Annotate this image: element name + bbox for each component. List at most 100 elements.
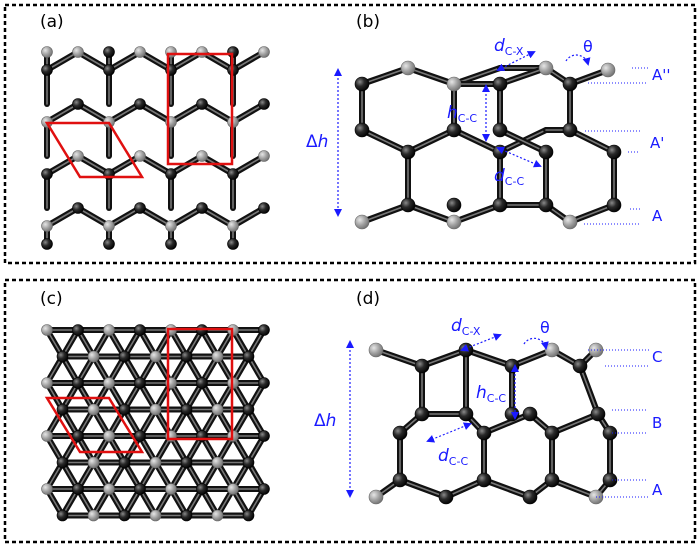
atom — [134, 98, 146, 110]
atom — [354, 122, 370, 138]
atom — [258, 324, 270, 336]
bond-highlight — [232, 51, 265, 71]
atom — [602, 472, 618, 488]
atom — [180, 350, 193, 363]
atom — [165, 238, 177, 250]
atom — [458, 342, 474, 358]
atom — [180, 403, 193, 416]
panel-a-rhombic-unit-cell — [44, 121, 145, 179]
atom — [602, 425, 618, 441]
bond-highlight — [551, 479, 597, 498]
atom — [118, 403, 131, 416]
panel-d-dcx-label: dC-X — [451, 316, 481, 338]
atom — [227, 483, 239, 495]
atom — [165, 483, 177, 495]
atom — [196, 483, 208, 495]
atom — [258, 483, 270, 495]
atom — [227, 220, 239, 232]
atom — [258, 98, 270, 110]
panel-d-layer-label-1: C — [652, 348, 662, 366]
bond-highlight — [46, 103, 79, 123]
panel-c-label: (c) — [40, 289, 63, 309]
panel-b-label: (b) — [356, 12, 380, 32]
bond-highlight — [407, 204, 455, 223]
bond-highlight — [108, 51, 141, 71]
atom — [196, 202, 208, 214]
atom — [400, 60, 416, 76]
atom — [134, 150, 146, 162]
atom — [103, 238, 115, 250]
atom — [414, 358, 430, 374]
atom — [392, 425, 408, 441]
top-frame — [3, 3, 697, 265]
atom — [492, 197, 508, 213]
panel-b-hcc-label: hC-C — [447, 103, 477, 125]
bond-highlight — [77, 207, 110, 227]
atom — [258, 202, 270, 214]
panel-b-theta-arc — [565, 54, 591, 66]
atom — [72, 98, 84, 110]
atom — [118, 509, 131, 522]
bond-highlight — [375, 349, 423, 367]
atom — [538, 197, 554, 213]
atom — [476, 425, 492, 441]
atom — [211, 456, 224, 469]
atom — [103, 46, 115, 58]
panel-d-label: (d) — [356, 289, 380, 309]
panel-d-dcc-label: dC-C — [438, 446, 468, 468]
bond-highlight — [108, 103, 141, 123]
atom — [242, 509, 255, 522]
panel-d-delta-h-label: Δh — [314, 411, 336, 431]
atom — [504, 358, 520, 374]
bond-highlight — [232, 103, 265, 123]
atom — [41, 377, 53, 389]
atom — [211, 403, 224, 416]
atom — [87, 403, 100, 416]
atom — [56, 403, 69, 416]
panel-d-dcx-arrow — [460, 333, 502, 352]
panel-b-theta-label: θ — [583, 37, 593, 56]
atom — [242, 403, 255, 416]
bond-highlight — [170, 103, 203, 123]
atom — [72, 377, 84, 389]
atom — [180, 509, 193, 522]
bond-highlight — [483, 413, 531, 434]
panel-b-delta-h-label: Δh — [306, 132, 328, 152]
atom — [134, 483, 146, 495]
panel-c-rhombic-unit-cell — [44, 396, 145, 454]
atom — [41, 238, 53, 250]
panel-d-theta-label: θ — [540, 318, 550, 337]
panel-d-layer-label-2: B — [652, 414, 662, 432]
bottom-frame — [3, 278, 697, 544]
atom — [211, 509, 224, 522]
panel-c-rectangular-unit-cell — [166, 327, 234, 441]
atom — [522, 489, 538, 505]
atom — [492, 76, 508, 92]
atom — [149, 509, 162, 522]
atom — [103, 377, 115, 389]
atom — [134, 377, 146, 389]
bond-highlight — [407, 129, 455, 153]
atom — [41, 430, 53, 442]
bond-highlight — [139, 51, 172, 71]
atom — [87, 456, 100, 469]
atom — [56, 350, 69, 363]
atom — [476, 472, 492, 488]
atom — [606, 144, 622, 160]
atom — [165, 220, 177, 232]
bond-highlight — [361, 129, 409, 153]
atom — [562, 76, 578, 92]
atom — [87, 350, 100, 363]
bond-highlight — [453, 129, 501, 153]
bond-highlight — [46, 207, 79, 227]
atom — [103, 430, 115, 442]
atom — [72, 150, 84, 162]
atom — [72, 430, 84, 442]
panel-d-side-view-structure — [368, 342, 618, 505]
atom — [196, 377, 208, 389]
atom — [196, 98, 208, 110]
bond-highlight — [77, 103, 110, 123]
atom — [56, 509, 69, 522]
atom — [492, 144, 508, 160]
